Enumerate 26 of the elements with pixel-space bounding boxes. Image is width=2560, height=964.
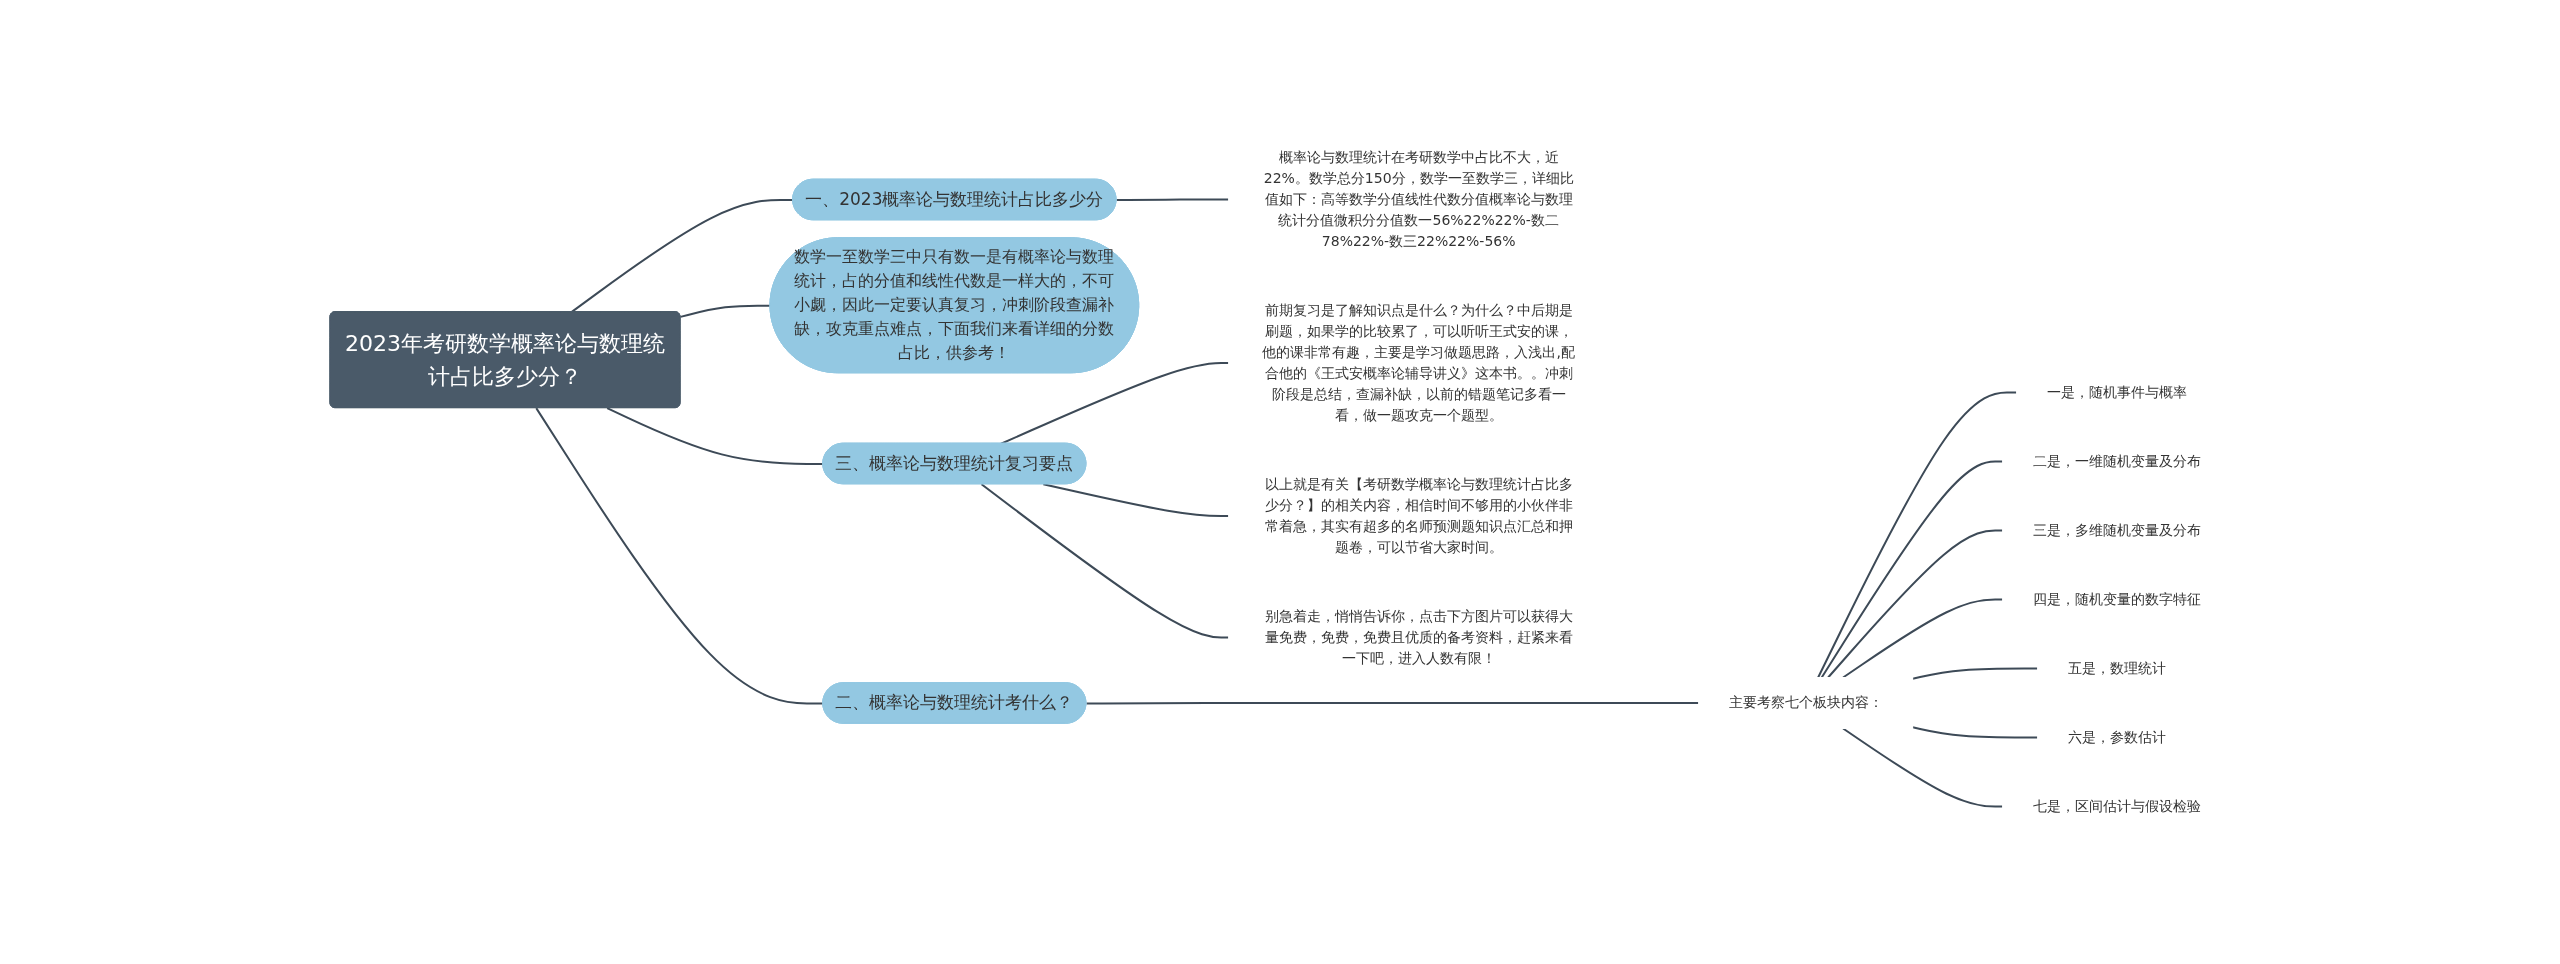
connector <box>1841 598 2004 679</box>
node-text: 一是，随机事件与概率 <box>2046 383 2187 400</box>
node-text: 别急着走，悄悄告诉你，点击下方图片可以获得大量免费，免费，免费且优质的备考资料，赶紧来看一下吧，进入人数有限！ <box>1264 607 1573 666</box>
connector <box>1085 702 1700 705</box>
node-text: 概率论与数理统计在考研数学中占比不大，近22%。数学总分150分，数学一至数学三，详细比值如下：高等数学分值线性代数分值概率论与数理统计分值微积分分值数一56%22%22%-数二78%22%-数三22%22%-56% <box>1263 149 1574 249</box>
connector <box>1911 726 2039 739</box>
node-text: 以上就是有关【考研数学概率论与数理统计占比多少分？】的相关内容，相信时间不够用的小伙伴非常着急，其实有超多的名师预测题知识点汇总和押题卷，可以节省大家时间。 <box>1264 475 1573 555</box>
connector <box>1841 727 2004 808</box>
connector <box>1911 667 2039 680</box>
connector <box>1115 198 1230 201</box>
connector <box>534 407 824 705</box>
connector <box>1826 529 2004 679</box>
connector <box>999 362 1230 445</box>
node-text: 五是，数理统计 <box>2067 659 2166 676</box>
connector <box>605 407 824 465</box>
node-text: 三是，多维随机变量及分布 <box>2032 521 2201 538</box>
node-text: 四是，随机变量的数字特征 <box>2032 590 2201 607</box>
connector <box>1816 391 2018 679</box>
node-text: 前期复习是了解知识点是什么？为什么？中后期是刷题，如果学的比较累了，可以听听王式安的课，他的课非常有趣，主要是学习做题思路，入浅出,配合他的《王式安概率论辅导讲义》这本书。。冲刺阶段是总结，查漏补缺，以前的错题笔记多看一看，做一题攻克一个题型。 <box>1262 302 1575 423</box>
connector <box>1820 460 2004 679</box>
connector <box>980 483 1230 639</box>
node-text: 二是，一维随机变量及分布 <box>2032 452 2201 469</box>
connector <box>1041 483 1230 517</box>
node-text: 七是，区间估计与假设检验 <box>2032 797 2201 814</box>
node-text: 主要考察七个板块内容： <box>1728 694 1883 711</box>
node-text: 六是，参数估计 <box>2067 728 2166 745</box>
